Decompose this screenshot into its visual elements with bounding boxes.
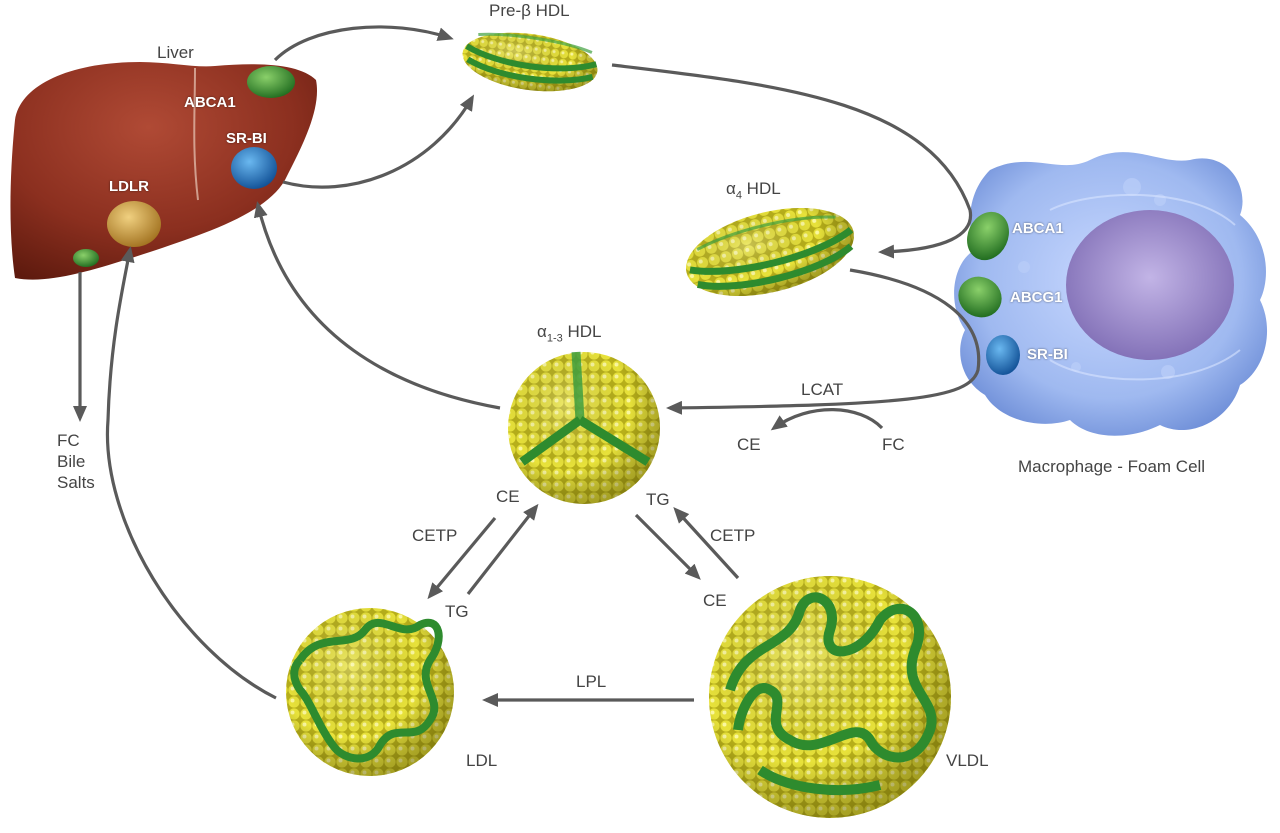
- arrow-ldl-tg-to-hdl: [466, 503, 539, 595]
- mac-sr-bi-receptor: [986, 335, 1020, 375]
- arrow-alpha13-to-liver: [253, 201, 501, 410]
- arrows: [73, 25, 981, 707]
- hdl-ce-label: CE: [496, 487, 520, 506]
- excretion-salts: Salts: [57, 473, 95, 492]
- liver-label: Liver: [157, 43, 194, 62]
- liver-ldlr-receptor: [107, 201, 161, 247]
- cetp-left-label: CETP: [412, 526, 458, 545]
- excretion-fc: FC: [57, 431, 80, 450]
- alpha4-hdl-particle: [685, 207, 855, 297]
- arrow-fc-to-ce: [770, 408, 884, 431]
- arrow-ldl-to-liver: [105, 246, 277, 700]
- macrophage-cell: [954, 152, 1268, 436]
- mac-abcg1-receptor: [958, 276, 1002, 318]
- alpha13-hdl-particle: [508, 351, 660, 504]
- mac-abca1-receptor: [967, 211, 1009, 261]
- alpha13-hdl-label: α1-3 HDL: [537, 322, 602, 345]
- vldl-ce-label: CE: [703, 591, 727, 610]
- excretion-label: FC Bile Salts: [57, 430, 95, 493]
- liver-abca1-label: ABCA1: [184, 94, 236, 111]
- mac-sr-bi-label: SR-BI: [1027, 346, 1068, 363]
- liver-sr-bi-receptor: [231, 147, 277, 189]
- ldl-label: LDL: [466, 751, 498, 770]
- macrophage-nucleus: [1066, 210, 1234, 360]
- ldl-particle: [286, 608, 454, 776]
- hdl-tg-label: TG: [646, 490, 670, 509]
- lcat-fc-label: FC: [882, 435, 905, 454]
- vldl-particle: [709, 576, 951, 818]
- macrophage-label: Macrophage - Foam Cell: [1018, 457, 1206, 476]
- liver-organ: [10, 62, 318, 280]
- alpha4-hdl-label: α4 HDL: [726, 179, 781, 202]
- lcat-label: LCAT: [801, 380, 844, 399]
- cetp-right-label: CETP: [710, 526, 756, 545]
- liver-abca1-receptor: [247, 66, 295, 98]
- liver-sr-bi-label: SR-BI: [226, 130, 267, 147]
- lcat-ce-label: CE: [737, 435, 761, 454]
- arrow-prebeta-to-alpha4: [611, 63, 973, 259]
- lpl-label: LPL: [576, 672, 607, 691]
- arrow-srbi-to-prebeta: [282, 94, 475, 189]
- mac-abca1-label: ABCA1: [1012, 220, 1064, 237]
- arrow-hdl-tg-to-vldl: [634, 513, 701, 580]
- liver-ldlr-label: LDLR: [109, 178, 149, 195]
- arrow-vldl-ce-to-hdl: [673, 507, 740, 580]
- vldl-label: VLDL: [946, 751, 989, 770]
- arrow-alpha4-to-alpha13: [666, 268, 981, 415]
- pre-beta-hdl-particle: [462, 32, 598, 92]
- arrow-hdl-ce-to-ldl: [427, 516, 497, 600]
- liver-small-receptor: [73, 249, 99, 267]
- ldl-tg-label: TG: [445, 602, 469, 621]
- excretion-bile: Bile: [57, 452, 86, 471]
- pre-beta-hdl-label: Pre-β HDL: [489, 1, 570, 20]
- arrow-abca1-to-prebeta: [273, 25, 454, 62]
- mac-abcg1-label: ABCG1: [1010, 289, 1063, 306]
